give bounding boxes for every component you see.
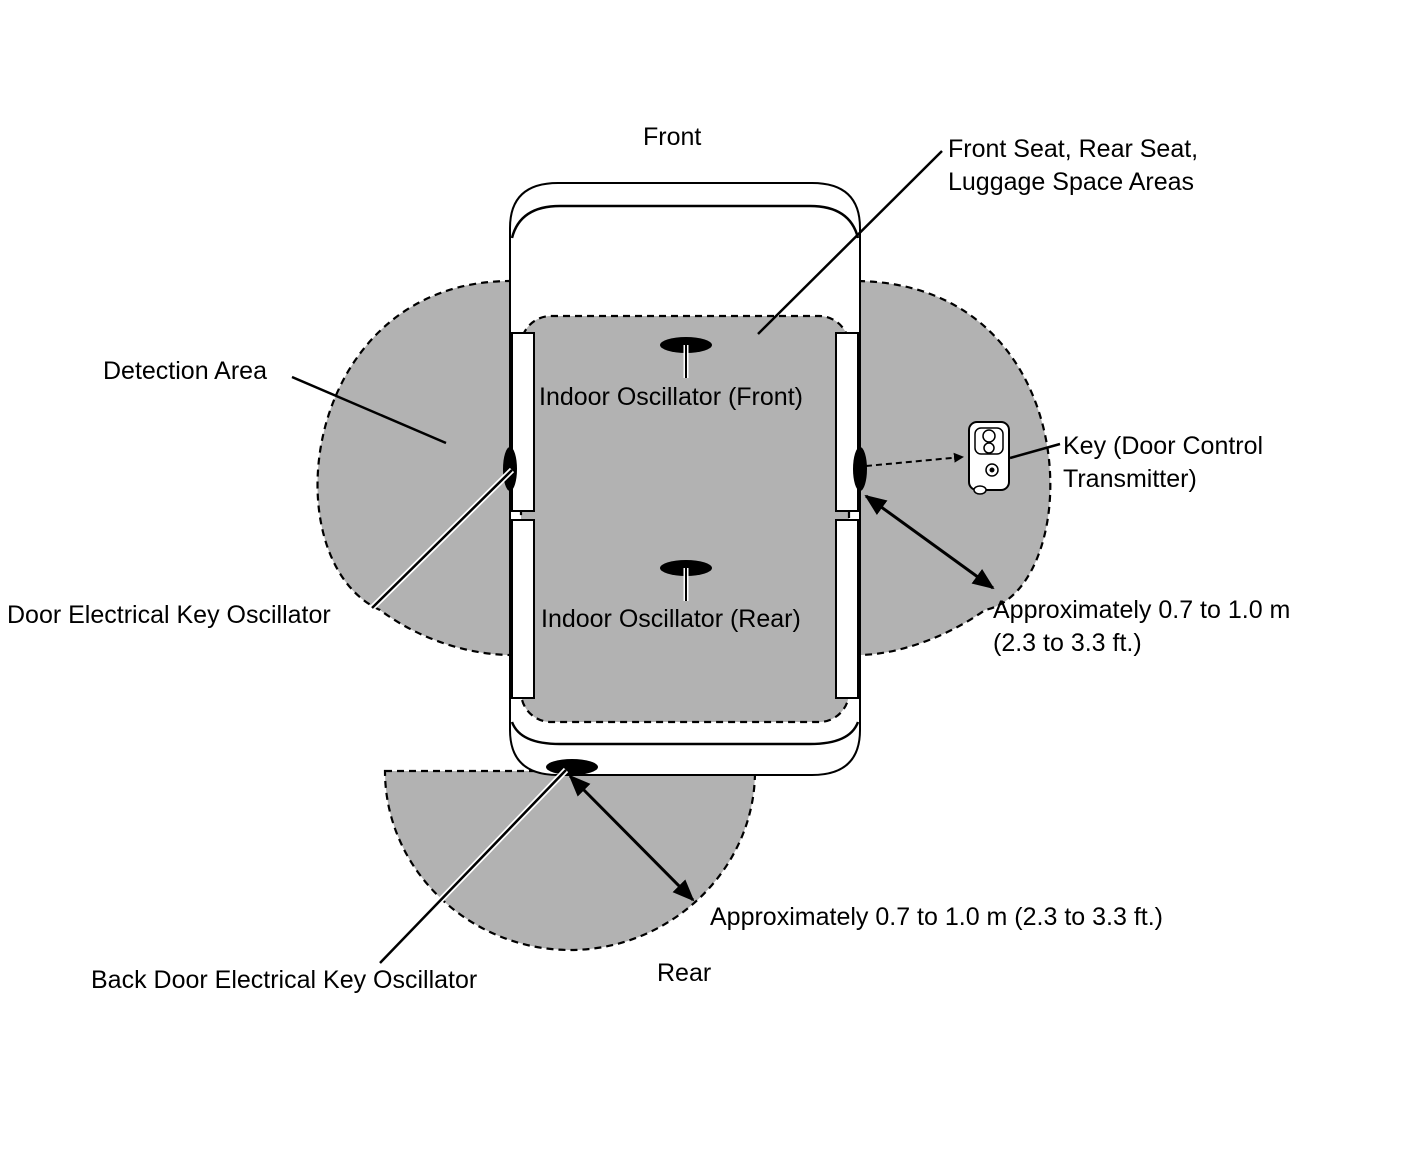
side-range-arrow: [864, 494, 995, 590]
seat-areas-label-line1: Front Seat, Rear Seat,: [948, 135, 1198, 163]
rear-range-arrow: [568, 774, 695, 902]
door-key-osc-label: Door Electrical Key Oscillator: [7, 601, 331, 629]
detection-area-leader: [291, 375, 447, 445]
key-leader: [1009, 442, 1061, 460]
indoor-rear-label: Indoor Oscillator (Rear): [541, 605, 801, 633]
door-right-front: [835, 332, 859, 512]
key-label-line2: Transmitter): [1063, 465, 1197, 493]
door-right-rear: [835, 519, 859, 699]
seat-areas-leader: [757, 150, 943, 335]
back-door-key-osc-label: Back Door Electrical Key Oscillator: [91, 966, 477, 994]
front-label: Front: [643, 123, 701, 151]
vehicle-rear-line: [510, 721, 860, 746]
indoor-front-label: Indoor Oscillator (Front): [539, 383, 803, 411]
back-door-key-oscillator-icon: [546, 759, 598, 775]
signal-arrow: [865, 452, 964, 467]
right-door-key-oscillator-icon: [853, 447, 867, 491]
door-left-rear: [511, 519, 535, 699]
interior-detection-area: [519, 314, 851, 724]
door-left-front: [511, 332, 535, 512]
side-range-label-line2: (2.3 to 3.3 ft.): [993, 629, 1142, 657]
rear-label: Rear: [657, 959, 711, 987]
detection-area-label: Detection Area: [103, 357, 267, 385]
key-fob-icon: [968, 421, 1010, 495]
key-label-line1: Key (Door Control: [1063, 432, 1263, 460]
vehicle-front-line: [510, 204, 860, 239]
left-detection-area: [316, 279, 514, 657]
seat-areas-label-line2: Luggage Space Areas: [948, 168, 1194, 196]
rear-range-label: Approximately 0.7 to 1.0 m (2.3 to 3.3 f…: [710, 903, 1163, 931]
side-range-label-line1: Approximately 0.7 to 1.0 m: [993, 596, 1290, 624]
rear-detection-area: [383, 769, 757, 952]
